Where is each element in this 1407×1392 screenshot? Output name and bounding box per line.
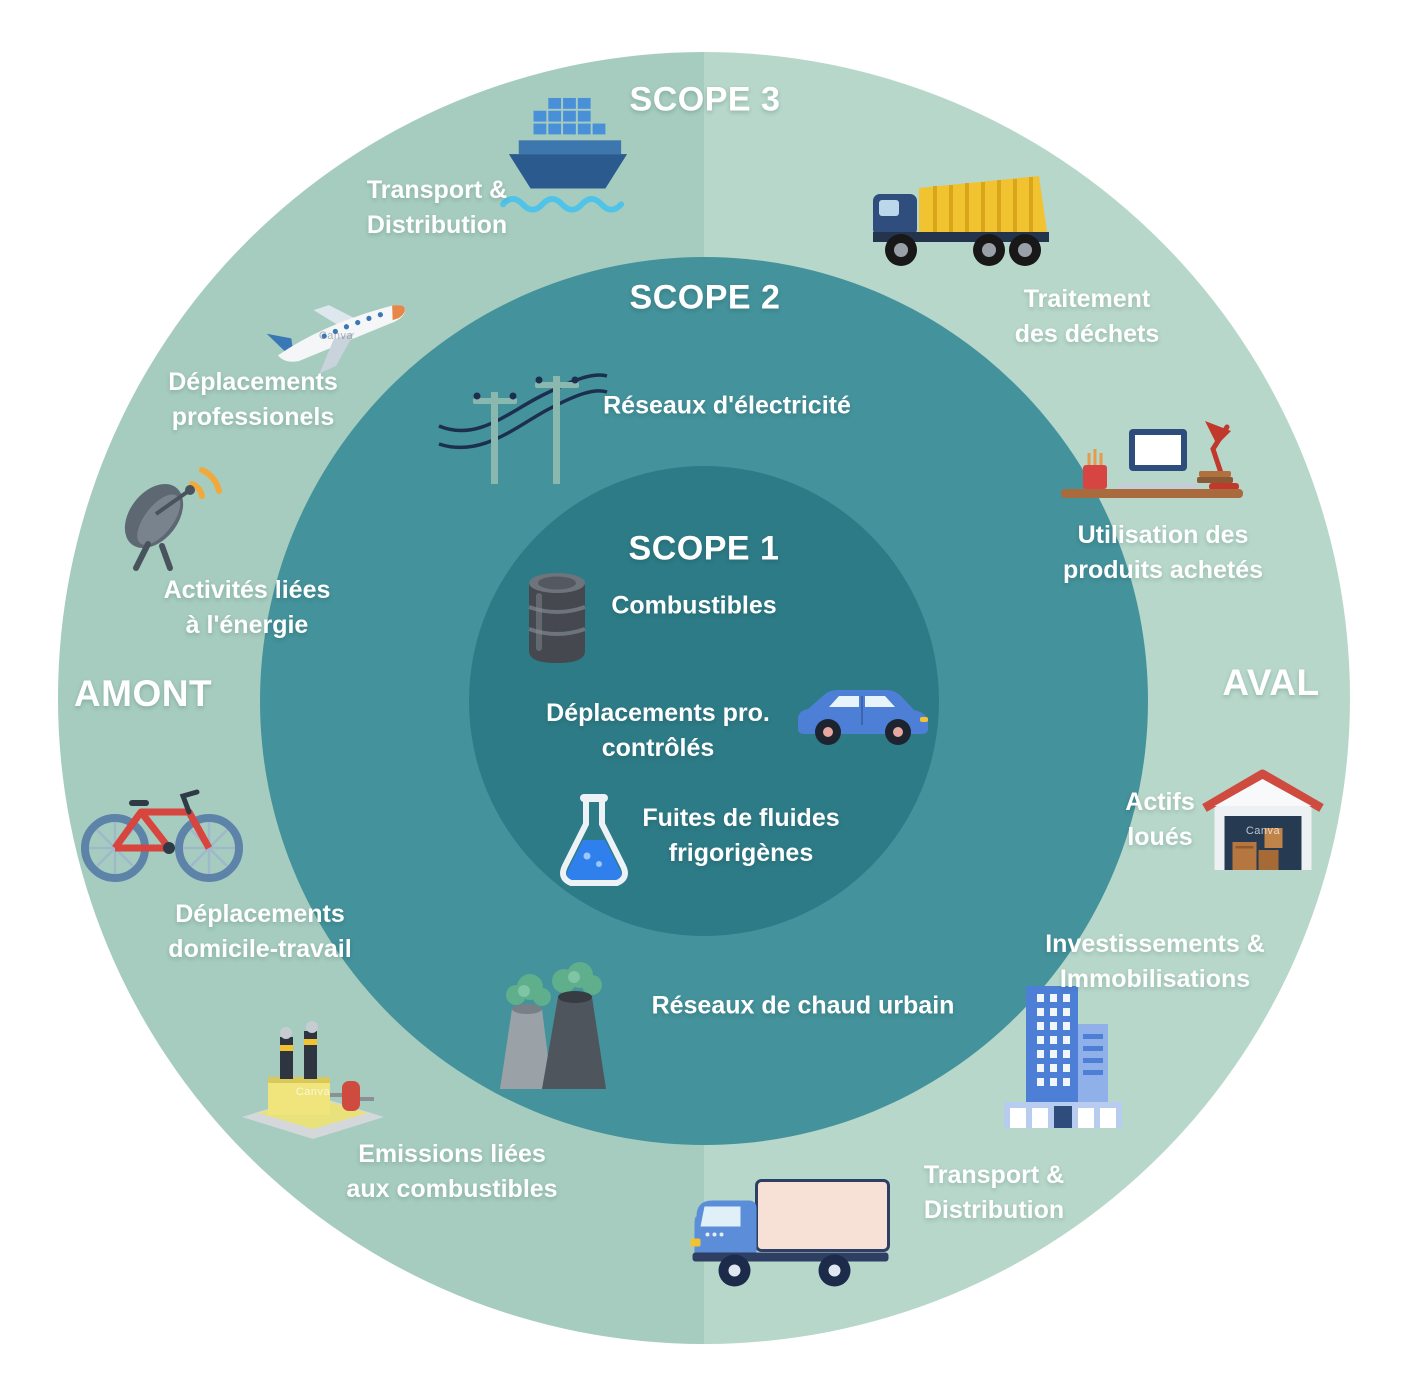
oil-barrel-icon: [517, 565, 597, 669]
scope2-heading: SCOPE 2: [629, 278, 781, 317]
warehouse-icon: Canva: [1201, 766, 1326, 878]
scope1-heading: SCOPE 1: [628, 529, 780, 568]
bicycle-icon: [73, 774, 251, 886]
factory-icon: Canva: [224, 1021, 402, 1143]
scope3-item-label: Activités liées à l'énergie: [163, 576, 331, 639]
office-building-icon: [998, 980, 1128, 1132]
scope3-item-label: Transport & Distribution: [923, 1161, 1065, 1224]
amont-heading: AMONT: [73, 673, 213, 714]
scope3-item-label: Actifs loués: [1125, 788, 1195, 851]
scope3-heading: SCOPE 3: [629, 80, 781, 119]
district-heating-icon: [478, 962, 628, 1093]
scope1-item-label: Déplacements pro. contrôlés: [546, 699, 770, 762]
scope3-item-label: Déplacements professionels: [168, 368, 338, 431]
scope2-item-label: Réseaux d'électricité: [603, 391, 851, 420]
car-icon: [790, 673, 936, 753]
scope3-item-label: Utilisation des produits achetés: [1062, 521, 1264, 584]
scope3-item-label: Traitement des déchets: [1014, 285, 1160, 348]
scope1-item-label: Fuites de fluides frigorigènes: [642, 804, 840, 867]
scope3-item-label: Transport & Distribution: [366, 176, 508, 239]
aval-heading: AVAL: [1222, 662, 1320, 703]
scope3-item-label: Emissions liées aux combustibles: [346, 1140, 558, 1203]
scope3-item-label: Investissements & Immobilisations: [1045, 930, 1265, 993]
dump-truck-icon: [867, 151, 1057, 273]
desk-computer-icon: [1057, 401, 1247, 513]
satellite-dish-icon: [108, 464, 226, 576]
cargo-ship-icon: [492, 96, 642, 224]
scope2-item-label: Réseaux de chaud urbain: [651, 991, 955, 1020]
scope1-item-label: Combustibles: [611, 591, 777, 620]
flask-icon: [553, 790, 635, 892]
power-lines-icon: [437, 362, 609, 494]
scope3-item-label: Déplacements domicile-travail: [168, 900, 352, 963]
delivery-truck-icon: [683, 1165, 898, 1300]
